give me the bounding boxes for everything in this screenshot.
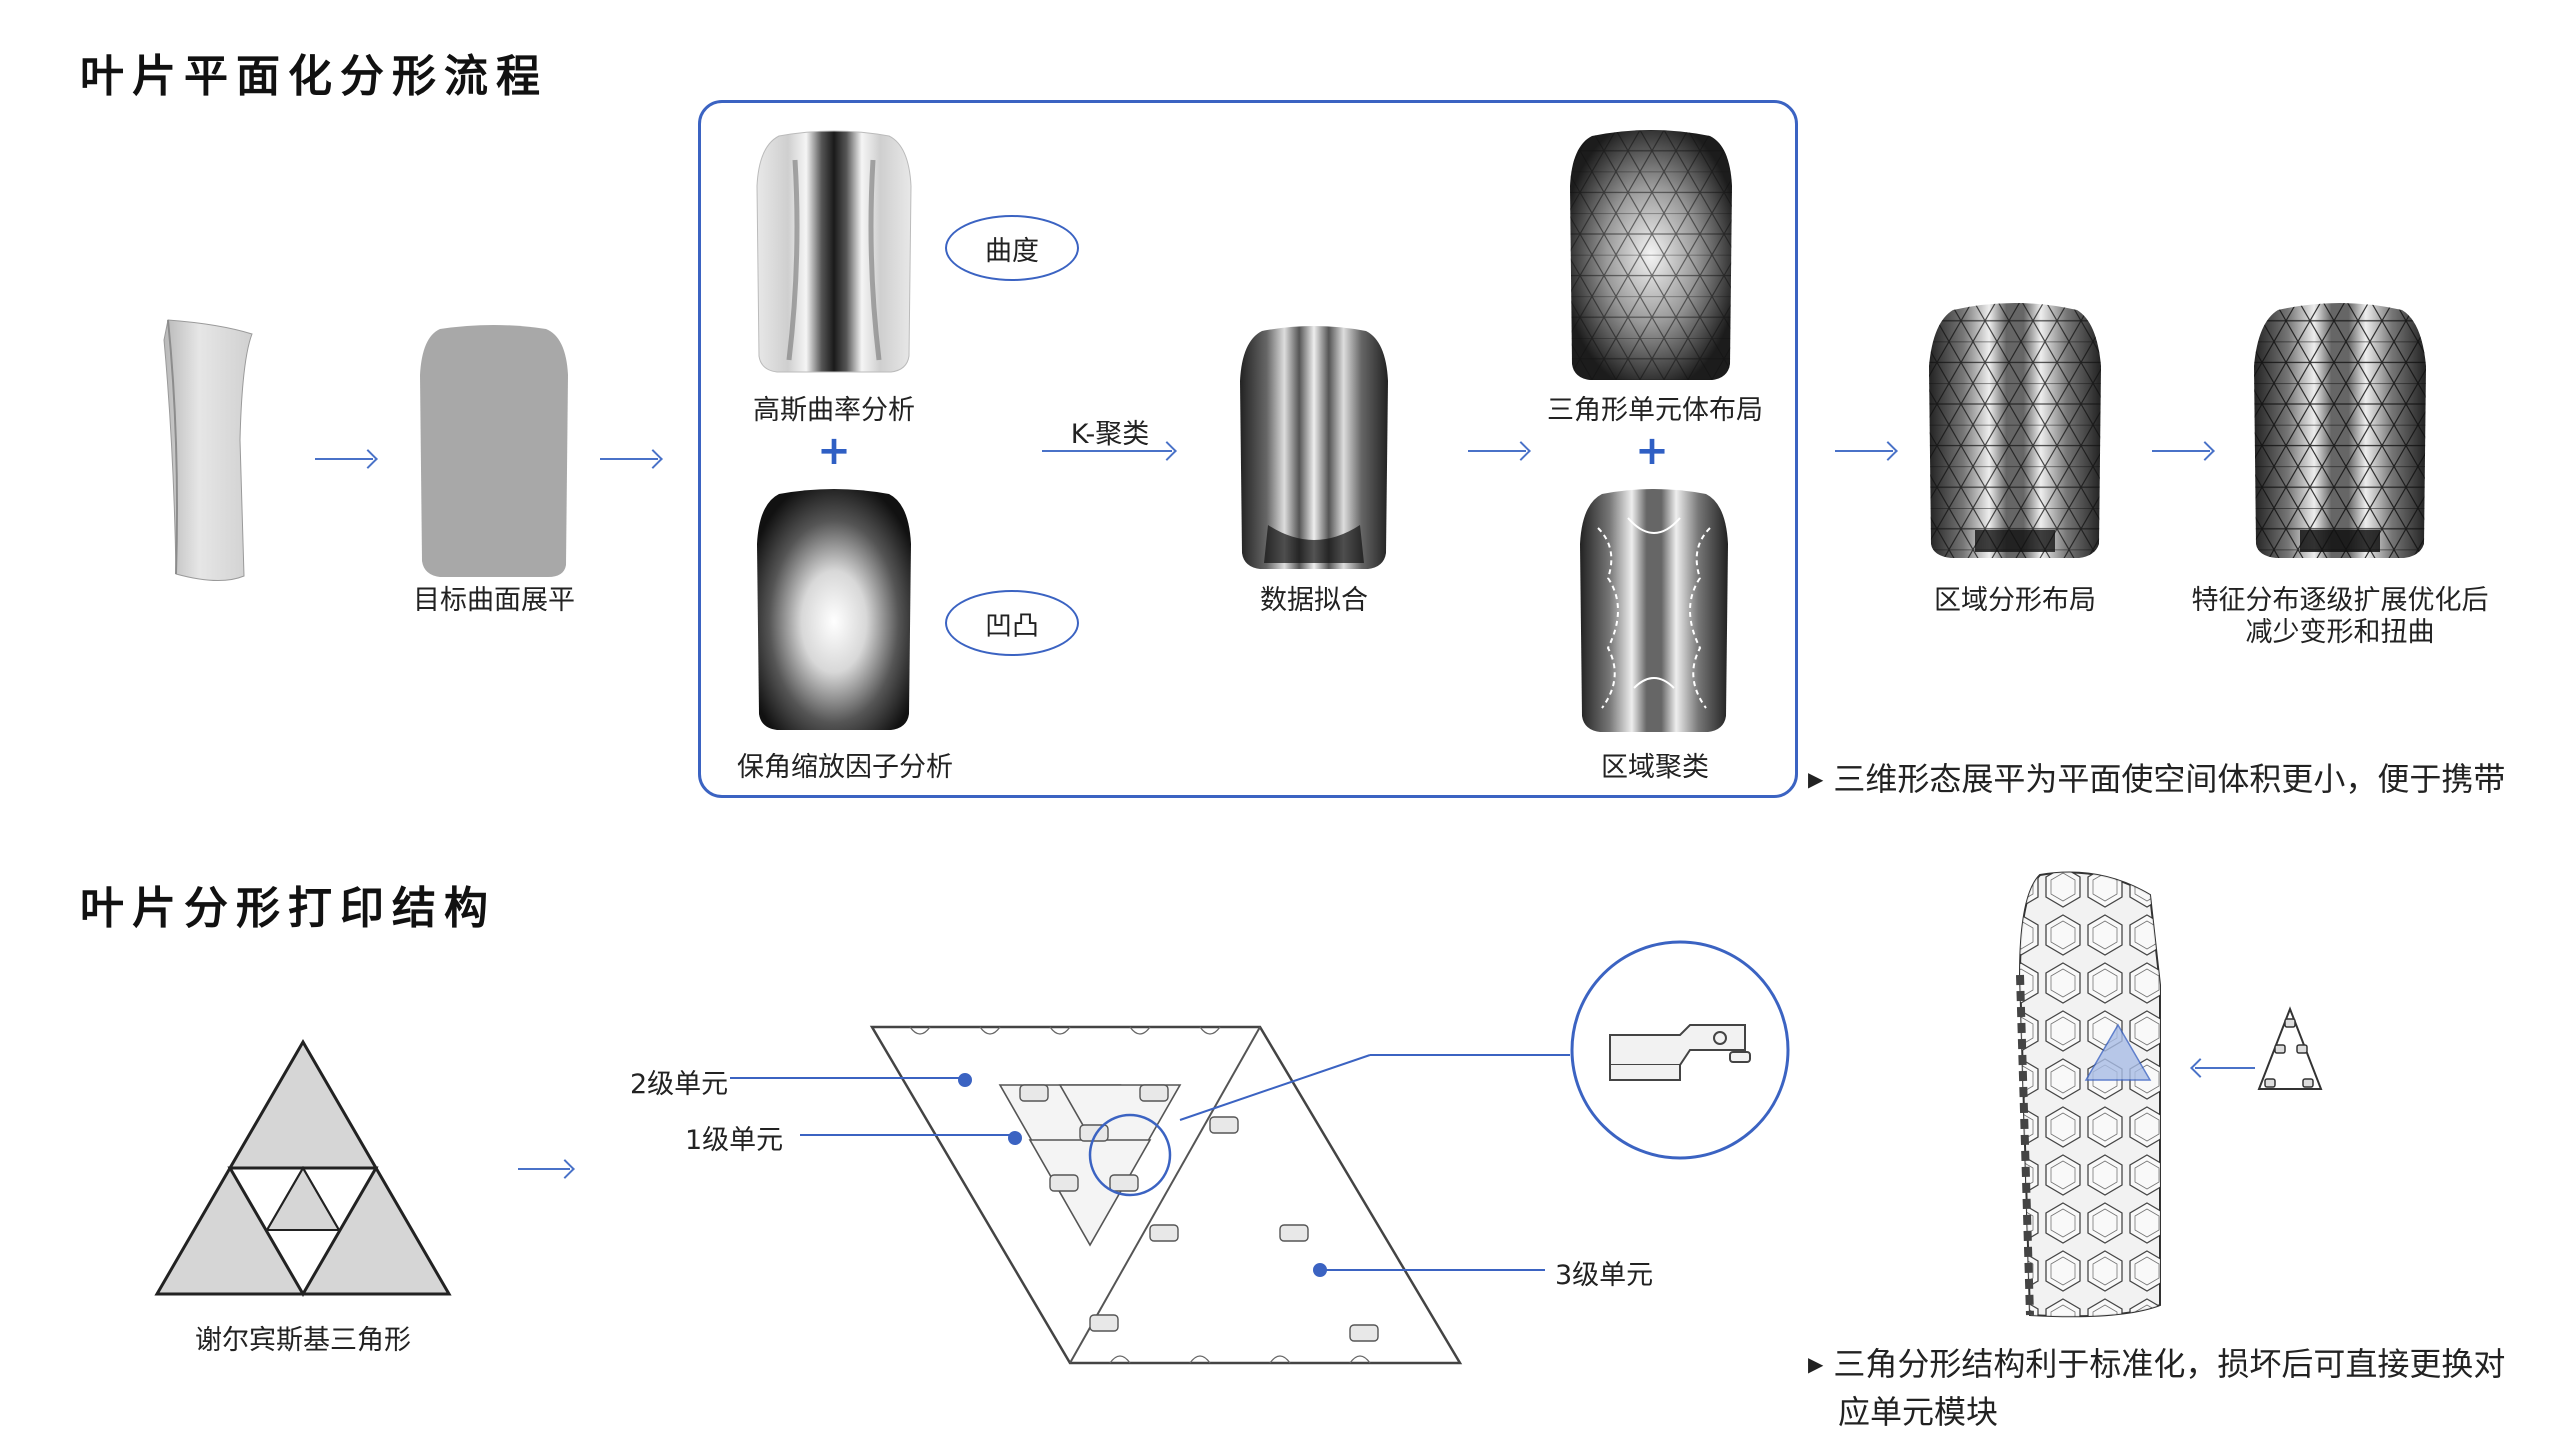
label-region-cluster: 区域聚类 <box>1601 752 1709 783</box>
label-level3: 3级单元 <box>1555 1260 1654 1291</box>
arrow-5 <box>2152 450 2210 452</box>
flattened-leaf <box>420 325 568 577</box>
label-optimized-1: 特征分布逐级扩展优化后 <box>2191 585 2489 616</box>
bullet-1-text: 三维形态展平为平面使空间体积更小，便于携带 <box>1833 760 2506 798</box>
bullet-triangle-icon: ▶ <box>1808 767 1824 791</box>
label-sierpinski: 谢尔宾斯基三角形 <box>195 1325 411 1356</box>
triangle-unit-layout <box>1570 130 1732 380</box>
optimized-fractal-layout <box>2254 303 2426 558</box>
detail-zoom-circle <box>1570 940 1790 1160</box>
label-level1: 1级单元 <box>685 1125 784 1156</box>
arrow-7 <box>2195 1067 2255 1069</box>
curvature-oval: 曲度 <box>945 215 1079 281</box>
arrow-1 <box>315 458 373 460</box>
analysis-panel <box>698 100 1798 798</box>
label-region-layout: 区域分形布局 <box>1934 585 2096 616</box>
bullet-1: ▶ 三维形态展平为平面使空间体积更小，便于携带 <box>1808 755 2505 803</box>
conformal-factor-map <box>757 489 911 730</box>
label-level2: 2级单元 <box>630 1069 729 1100</box>
label-kmeans: K-聚类 <box>1070 419 1150 450</box>
section1-title: 叶片平面化分形流程 <box>80 51 548 102</box>
printed-fractal-leaf <box>2016 871 2161 1318</box>
region-fractal-layout <box>1929 303 2101 558</box>
single-triangle-unit <box>2257 1006 2323 1090</box>
sierpinski-triangle <box>154 1039 452 1297</box>
label-fit: 数据拟合 <box>1260 585 1368 616</box>
plus-2: + <box>1635 428 1669 474</box>
data-fit-map <box>1240 326 1388 569</box>
label-optimized-2: 减少变形和扭曲 <box>2245 617 2435 648</box>
leaf-3d-model <box>163 319 253 582</box>
region-cluster-map <box>1580 489 1728 732</box>
label-conformal: 保角缩放因子分析 <box>737 752 953 783</box>
bullet-2-line2: 应单元模块 <box>1838 1393 1999 1431</box>
arrow-2 <box>600 458 658 460</box>
arrow-3 <box>1468 450 1526 452</box>
label-gauss: 高斯曲率分析 <box>753 395 915 426</box>
label-flatten: 目标曲面展平 <box>413 585 575 616</box>
fractal-print-panel <box>869 1025 1463 1365</box>
curvature-label: 曲度 <box>985 235 1039 267</box>
bullet-2: ▶ 三角分形结构利于标准化，损坏后可直接更换对 应单元模块 <box>1808 1340 2505 1436</box>
convexity-label: 凹凸 <box>985 610 1039 642</box>
bullet-triangle-icon: ▶ <box>1808 1352 1824 1376</box>
arrow-4 <box>1835 450 1893 452</box>
arrow-kmeans <box>1042 450 1172 452</box>
section2-title: 叶片分形打印结构 <box>80 883 496 934</box>
label-tri-layout: 三角形单元体布局 <box>1547 395 1763 426</box>
convexity-oval: 凹凸 <box>945 590 1079 656</box>
plus-1: + <box>817 428 851 474</box>
arrow-6 <box>518 1168 570 1170</box>
bullet-2-line1: 三角分形结构利于标准化，损坏后可直接更换对 <box>1833 1345 2506 1383</box>
gauss-curvature-map <box>756 130 912 373</box>
